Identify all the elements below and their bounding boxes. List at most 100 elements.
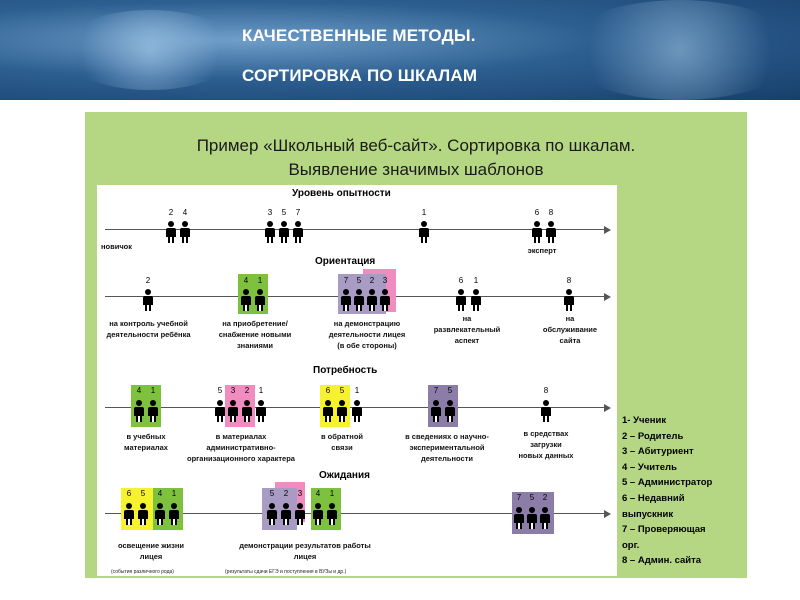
person-icon — [278, 221, 290, 243]
persona-number: 8 — [543, 386, 549, 395]
persona-number: 5 — [447, 386, 453, 395]
axis-experience — [105, 229, 605, 230]
panel-heading-line-1: Пример «Школьный веб-сайт». Сортировка п… — [196, 136, 636, 155]
person-icon — [133, 400, 145, 422]
person-icon — [418, 221, 430, 243]
arrow-icon — [604, 293, 611, 301]
persona-number: 1 — [171, 489, 177, 498]
person-icon — [264, 221, 276, 243]
diagram-area: Уровень опытности новичок эксперт 2 4 3 … — [97, 185, 617, 576]
persona-number: 5 — [356, 276, 362, 285]
persona-number: 5 — [281, 208, 287, 217]
scale-start-label: новичок — [101, 242, 133, 251]
legend-item: 1- Ученик — [622, 415, 667, 426]
person-icon — [513, 507, 525, 529]
fractal-decoration — [560, 0, 800, 100]
person-icon — [540, 400, 552, 422]
person-icon — [165, 221, 177, 243]
person-icon — [240, 289, 252, 311]
persona-number: 2 — [283, 489, 289, 498]
persona-number: 1 — [258, 386, 264, 395]
person-icon — [444, 400, 456, 422]
persona-number: 3 — [382, 276, 388, 285]
legend-item: 5 – Администратор — [622, 477, 713, 489]
person-icon — [340, 289, 352, 311]
person-icon — [526, 507, 538, 529]
person-icon — [531, 221, 543, 243]
persona-number: 4 — [182, 208, 188, 217]
person-icon — [545, 221, 557, 243]
person-icon — [322, 400, 334, 422]
person-icon — [430, 400, 442, 422]
persona-number: 1 — [257, 276, 263, 285]
persona-number: 1 — [329, 489, 335, 498]
panel-heading-line-2: Выявление значимых шаблонов — [288, 160, 544, 179]
legend-item: 4 – Учитель — [622, 461, 677, 473]
persona-number: 6 — [458, 276, 464, 285]
slide-subtitle: СОРТИРОВКА ПО ШКАЛАМ — [242, 66, 478, 85]
person-icon — [179, 221, 191, 243]
section-label-experience: Уровень опытности — [292, 188, 391, 199]
persona-number: 6 — [534, 208, 540, 217]
legend-item: 2 – Родитель — [622, 430, 684, 442]
persona-number: 2 — [168, 208, 174, 217]
person-icon — [292, 221, 304, 243]
person-icon — [336, 400, 348, 422]
scale-end-label: эксперт — [527, 246, 557, 255]
persona-number: 7 — [343, 276, 349, 285]
persona-number: 8 — [548, 208, 554, 217]
persona-number: 5 — [339, 386, 345, 395]
persona-number: 5 — [529, 493, 535, 502]
person-icon — [366, 289, 378, 311]
persona-number: 1 — [421, 208, 427, 217]
persona-number: 5 — [269, 489, 275, 498]
section-label-need: Потребность — [313, 365, 378, 376]
arrow-icon — [604, 510, 611, 518]
group-highlight-lilac — [262, 488, 297, 530]
persona-number: 4 — [157, 489, 163, 498]
header-banner: КАЧЕСТВЕННЫЕ МЕТОДЫ. СОРТИРОВКА ПО ШКАЛА… — [0, 0, 800, 100]
persona-number: 4 — [315, 489, 321, 498]
persona-number: 6 — [126, 489, 132, 498]
person-icon — [266, 503, 278, 525]
person-icon — [254, 289, 266, 311]
persona-number: 1 — [354, 386, 360, 395]
person-icon — [379, 289, 391, 311]
persona-number: 3 — [297, 489, 303, 498]
persona-number: 3 — [230, 386, 236, 395]
persona-number: 7 — [295, 208, 301, 217]
person-icon — [137, 503, 149, 525]
persona-number: 6 — [325, 386, 331, 395]
legend-item: орг. — [622, 539, 640, 551]
persona-number: 5 — [140, 489, 146, 498]
person-icon — [312, 503, 324, 525]
person-icon — [539, 507, 551, 529]
caption-note: (результаты сдачи ЕГЭ и поступления в ВУ… — [225, 569, 347, 575]
persona-legend: 1- Ученик 2 – Родитель 3 – Абитуриент 4 … — [622, 413, 742, 569]
axis-expectations — [105, 513, 605, 514]
legend-item: 7 – Проверяющая — [622, 524, 706, 536]
persona-number: 2 — [369, 276, 375, 285]
persona-number: 8 — [566, 276, 572, 285]
person-icon — [168, 503, 180, 525]
persona-number: 1 — [150, 386, 156, 395]
person-icon — [280, 503, 292, 525]
arrow-icon — [604, 404, 611, 412]
legend-item: 8 – Админ. сайта — [622, 555, 702, 567]
fractal-decoration — [60, 10, 240, 90]
person-icon — [563, 289, 575, 311]
persona-number: 4 — [243, 276, 249, 285]
persona-number: 2 — [244, 386, 250, 395]
person-icon — [241, 400, 253, 422]
section-label-orientation: Ориентация — [315, 256, 376, 267]
person-icon — [353, 289, 365, 311]
